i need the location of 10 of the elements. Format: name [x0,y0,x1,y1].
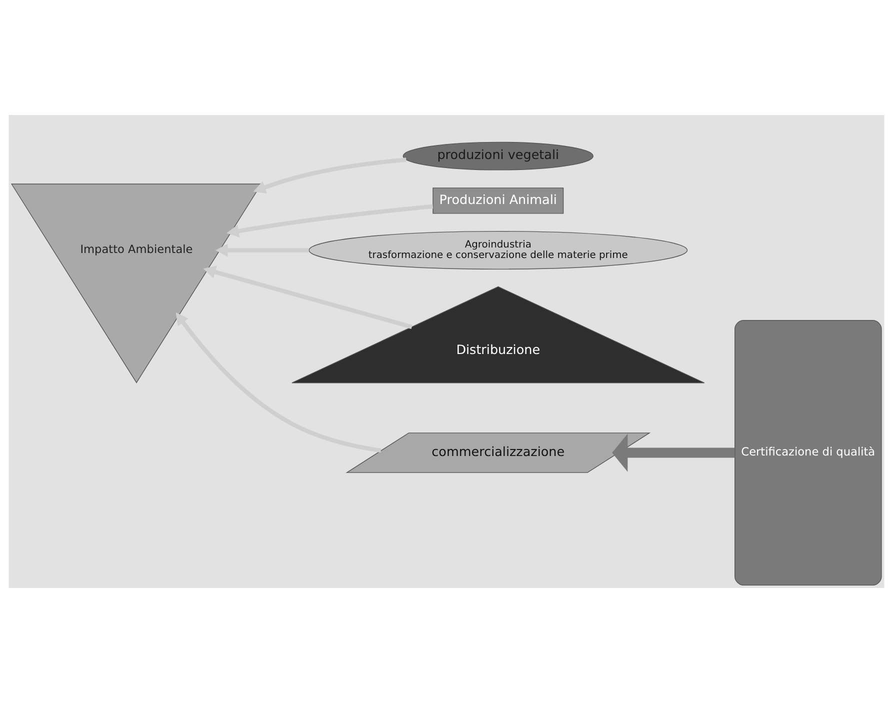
arrow [226,204,434,237]
node-ellipse: produzioni vegetali [402,141,594,170]
node-box: Certificazione di qualità [734,320,882,586]
arrow [253,157,406,193]
arrow [176,312,382,452]
arrow [203,265,412,328]
node-ellipse: Agroindustria trasformazione e conservazione delle materie prime [308,230,688,270]
node-box: Produzioni Animali [432,187,564,214]
arrow [215,243,309,256]
arrow [612,433,735,472]
